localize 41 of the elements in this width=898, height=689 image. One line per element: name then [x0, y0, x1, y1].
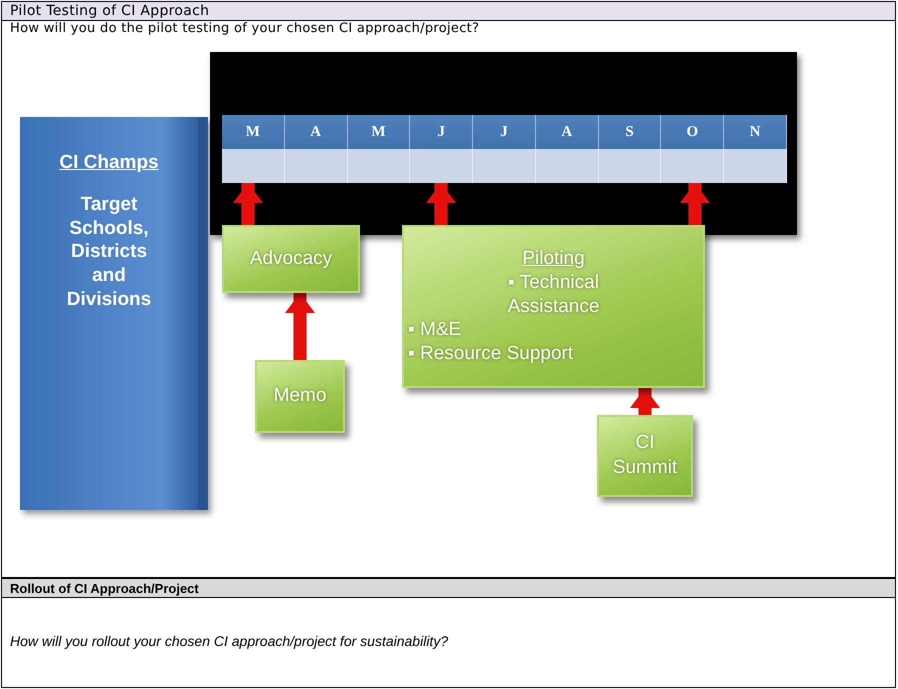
- timeline-slot: [410, 149, 474, 183]
- timeline-slot: [222, 149, 285, 183]
- block-arrow: [233, 183, 263, 225]
- bullet-item: ▪ Resource Support: [408, 342, 574, 366]
- month-header: J: [410, 115, 474, 149]
- month-header: M: [348, 115, 410, 149]
- box-text: Memo: [274, 384, 326, 408]
- block-arrow: [426, 183, 456, 225]
- month-header: O: [661, 115, 724, 149]
- bullet-item: ▪ M&E: [408, 318, 462, 342]
- month-header: N: [724, 115, 787, 149]
- timeline-slot: [348, 149, 410, 183]
- timeline-slot: [661, 149, 724, 183]
- month-header: M: [222, 115, 285, 149]
- activity-box: [402, 225, 705, 388]
- timeline-slot: [598, 149, 662, 183]
- block-arrow: [630, 388, 660, 415]
- block-arrow: [285, 293, 315, 360]
- timeline-slot: [536, 149, 599, 183]
- month-header: A: [284, 115, 348, 149]
- concept-box: [20, 117, 208, 510]
- activity-box: [222, 225, 360, 293]
- month-header: A: [536, 115, 599, 149]
- activity-box: [597, 415, 693, 497]
- question-text: How will you do the pilot testing of your chosen CI approach/project?: [10, 21, 480, 36]
- month-header: J: [473, 115, 536, 149]
- month-header: S: [598, 115, 662, 149]
- timeline-slot: [284, 149, 348, 183]
- box-text: Advocacy: [250, 246, 332, 271]
- bullet-item: ▪ Technical Assistance: [506, 270, 600, 318]
- activity-box: [255, 360, 345, 433]
- block-arrow: [680, 183, 710, 225]
- heading: Pilot Testing of CI Approach: [10, 3, 210, 19]
- section-heading: Rollout of CI Approach/Project: [10, 581, 199, 596]
- box-heading: CI Champs: [59, 151, 159, 175]
- timeline-slot: [724, 149, 787, 183]
- question-text: How will you rollout your chosen CI approach/project for sustainability?: [10, 633, 448, 649]
- box-text: CI Summit: [612, 431, 678, 480]
- box-text: Target Schools, Districts and Divisions: [66, 192, 152, 312]
- timeline-slot: [473, 149, 536, 183]
- box-heading: Piloting: [522, 247, 585, 271]
